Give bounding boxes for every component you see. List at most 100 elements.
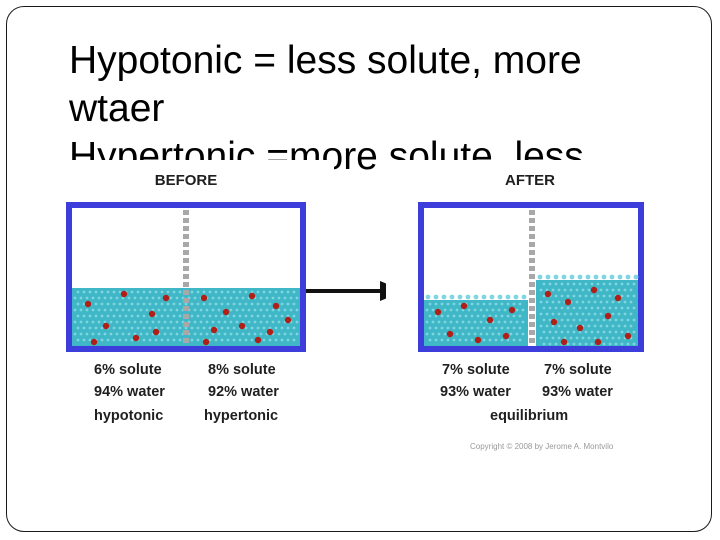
water-dot bbox=[632, 306, 636, 310]
water-dot bbox=[452, 314, 456, 318]
water-dot bbox=[590, 306, 594, 310]
water-dot bbox=[548, 330, 552, 334]
water-dot bbox=[160, 290, 164, 294]
water-dot bbox=[121, 308, 125, 312]
water-dot bbox=[446, 338, 450, 342]
water-dot bbox=[91, 296, 95, 300]
water-dot bbox=[115, 308, 119, 312]
water-dot bbox=[199, 320, 203, 324]
water-dot bbox=[244, 290, 248, 294]
water-dot bbox=[160, 338, 164, 342]
water-dot bbox=[127, 332, 131, 336]
water-dot bbox=[82, 338, 86, 342]
surface-dot bbox=[497, 294, 503, 300]
water-dot bbox=[151, 320, 155, 324]
water-dot bbox=[539, 288, 543, 292]
water-dot bbox=[548, 318, 552, 322]
water-dot bbox=[121, 296, 125, 300]
water-dot bbox=[79, 296, 83, 300]
water-dot bbox=[172, 302, 176, 306]
water-dot bbox=[115, 332, 119, 336]
water-dot bbox=[133, 308, 137, 312]
water-dot bbox=[578, 294, 582, 298]
solute-particle bbox=[202, 338, 210, 346]
water-dot bbox=[178, 314, 182, 318]
water-dot bbox=[497, 332, 501, 336]
water-dot bbox=[208, 290, 212, 294]
after-left-solute: 7% solute bbox=[442, 362, 510, 378]
water-dot bbox=[428, 314, 432, 318]
water-dot bbox=[94, 302, 98, 306]
water-dot bbox=[169, 332, 173, 336]
water-dot bbox=[121, 320, 125, 324]
water-dot bbox=[118, 314, 122, 318]
water-dot bbox=[629, 312, 633, 316]
water-dot bbox=[286, 302, 290, 306]
water-dot bbox=[488, 338, 492, 342]
water-dot bbox=[581, 312, 585, 316]
water-dot bbox=[259, 308, 263, 312]
solute-particle bbox=[90, 338, 98, 346]
water-dot bbox=[97, 308, 101, 312]
before-beaker bbox=[66, 202, 306, 352]
before-left-water: 94% water bbox=[94, 384, 165, 400]
water-dot bbox=[614, 306, 618, 310]
water-dot bbox=[572, 306, 576, 310]
water-dot bbox=[611, 312, 615, 316]
water-dot bbox=[458, 326, 462, 330]
water-dot bbox=[250, 338, 254, 342]
water-dot bbox=[82, 314, 86, 318]
water-dot bbox=[554, 306, 558, 310]
water-dot bbox=[85, 296, 89, 300]
water-dot bbox=[587, 324, 591, 328]
water-dot bbox=[560, 282, 564, 286]
water-dot bbox=[76, 290, 80, 294]
surface-dot bbox=[601, 274, 607, 280]
water-dot bbox=[193, 320, 197, 324]
water-dot bbox=[130, 290, 134, 294]
solute-particle bbox=[502, 332, 510, 340]
solute-particle bbox=[486, 316, 494, 324]
water-dot bbox=[443, 332, 447, 336]
water-dot bbox=[73, 296, 77, 300]
water-dot bbox=[82, 326, 86, 330]
water-dot bbox=[211, 308, 215, 312]
water-dot bbox=[226, 326, 230, 330]
water-dot bbox=[85, 320, 89, 324]
water-dot bbox=[629, 324, 633, 328]
water-dot bbox=[446, 302, 450, 306]
water-dot bbox=[584, 282, 588, 286]
water-dot bbox=[211, 332, 215, 336]
water-dot bbox=[623, 288, 627, 292]
water-dot bbox=[163, 308, 167, 312]
water-dot bbox=[184, 302, 188, 306]
before-solutes bbox=[84, 290, 292, 346]
water-dot bbox=[623, 324, 627, 328]
water-dot bbox=[593, 300, 597, 304]
water-dot bbox=[85, 332, 89, 336]
membrane-segment bbox=[529, 282, 535, 287]
water-dot bbox=[94, 326, 98, 330]
water-dot bbox=[572, 318, 576, 322]
water-dot bbox=[193, 332, 197, 336]
water-dot bbox=[250, 326, 254, 330]
solute-particle bbox=[210, 326, 218, 334]
water-dot bbox=[485, 308, 489, 312]
water-dot bbox=[473, 308, 477, 312]
water-dot bbox=[437, 332, 441, 336]
water-dot bbox=[259, 296, 263, 300]
water-dot bbox=[581, 336, 585, 340]
membrane-segment bbox=[529, 266, 535, 271]
water-dot bbox=[133, 332, 137, 336]
water-dot bbox=[542, 306, 546, 310]
water-dot bbox=[611, 288, 615, 292]
water-dot bbox=[220, 326, 224, 330]
water-dot bbox=[127, 296, 131, 300]
water-dot bbox=[217, 332, 221, 336]
water-dot bbox=[521, 308, 525, 312]
water-dot bbox=[599, 324, 603, 328]
water-dot bbox=[446, 326, 450, 330]
water-dot bbox=[160, 302, 164, 306]
water-dot bbox=[229, 296, 233, 300]
surface-dot bbox=[433, 294, 439, 300]
